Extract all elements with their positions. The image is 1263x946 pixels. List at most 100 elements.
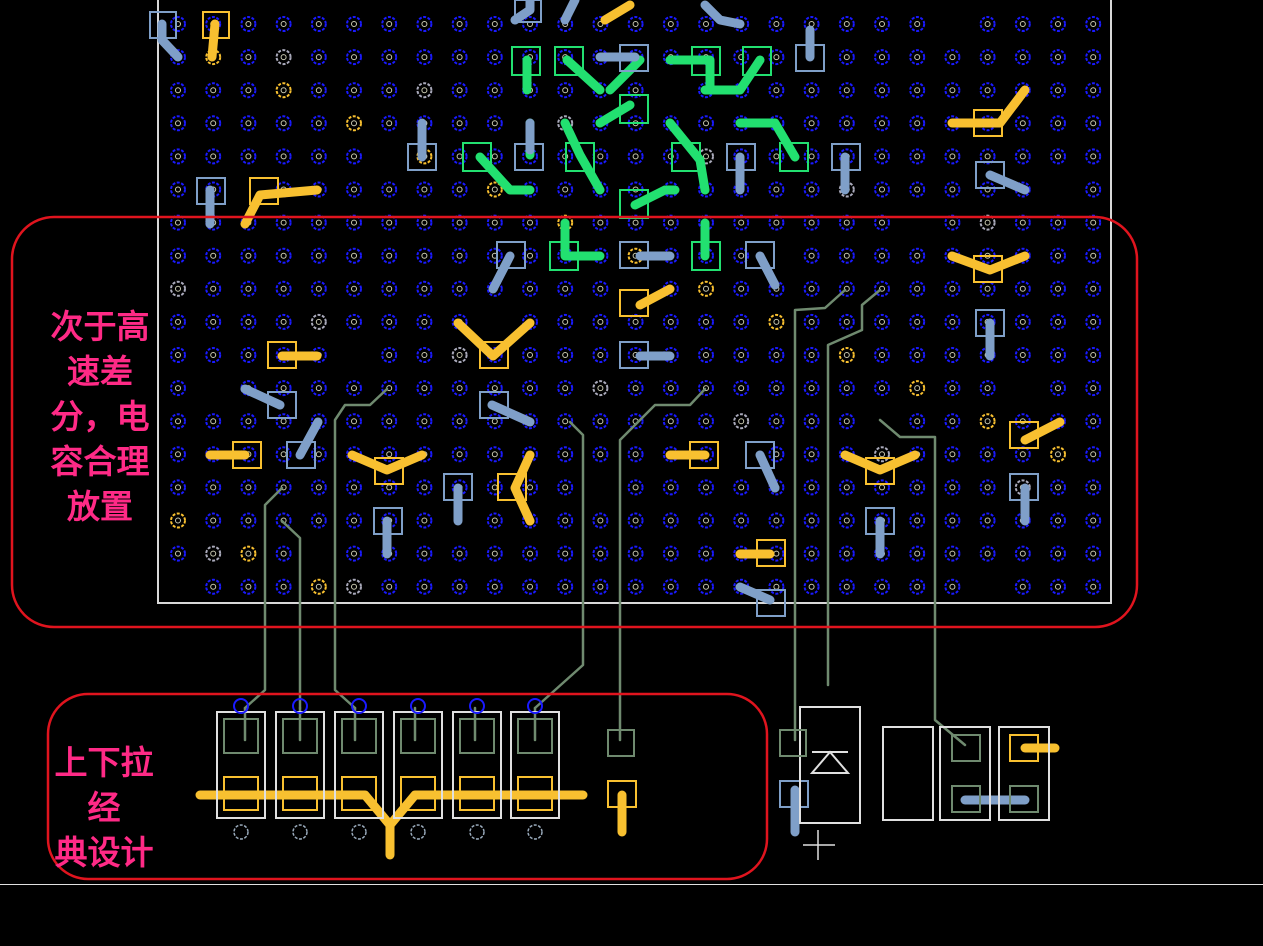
via-drill [456, 252, 463, 259]
via-drill [949, 550, 956, 557]
via [592, 347, 609, 363]
via [944, 148, 961, 165]
via-drill [315, 484, 322, 491]
via [346, 49, 362, 66]
via [909, 181, 926, 198]
via [486, 446, 503, 463]
via [410, 698, 426, 714]
via-drill [632, 87, 639, 94]
via [1085, 347, 1102, 363]
via [944, 247, 961, 264]
via [1014, 49, 1031, 66]
via [416, 16, 433, 32]
via [592, 380, 609, 397]
top-traces [195, 0, 1065, 860]
via [557, 413, 574, 430]
via [698, 313, 714, 330]
via-drill [949, 318, 956, 325]
via [416, 413, 433, 430]
via [275, 512, 292, 529]
via-drill [315, 285, 322, 292]
via [1085, 413, 1102, 430]
via-drill [491, 517, 498, 524]
via-drill [597, 385, 604, 392]
via-drill [351, 550, 357, 557]
via-drill [1019, 219, 1026, 226]
via-drill [562, 517, 569, 524]
via-drill [456, 21, 463, 27]
via-drill [597, 418, 604, 425]
via [1014, 214, 1031, 231]
via [170, 280, 186, 297]
via-drill [386, 87, 393, 94]
via [275, 280, 292, 297]
via [733, 479, 750, 496]
via [557, 82, 574, 99]
via-drill [491, 451, 498, 458]
via [803, 446, 820, 463]
via [662, 479, 679, 496]
via-drill [351, 87, 357, 94]
via-drill [386, 54, 393, 61]
via [662, 280, 679, 297]
via-drill [738, 385, 745, 392]
via [768, 49, 785, 66]
via [275, 413, 292, 430]
via-drill [632, 385, 639, 392]
via [909, 280, 926, 297]
via [346, 181, 362, 198]
via [1050, 280, 1066, 297]
via [627, 247, 644, 264]
via-drill [879, 120, 885, 127]
via [275, 313, 292, 330]
via [944, 214, 961, 231]
via-drill [351, 186, 357, 193]
via [627, 545, 644, 562]
via [240, 82, 257, 99]
via-drill [351, 385, 357, 392]
via-drill [491, 186, 498, 193]
via [1050, 115, 1066, 132]
via [698, 512, 714, 529]
via-drill [1055, 120, 1061, 127]
via-drill [245, 153, 252, 160]
via-drill [351, 252, 357, 259]
via-drill [386, 120, 393, 127]
via [170, 380, 186, 397]
via [486, 347, 503, 363]
via [451, 148, 468, 165]
via-drill [667, 219, 674, 226]
board-outline [157, 0, 1112, 604]
resistor-pad [282, 776, 318, 811]
via [592, 313, 609, 330]
via-drill [1019, 583, 1026, 590]
via [1050, 82, 1066, 99]
via [310, 512, 327, 529]
via [979, 214, 996, 231]
via [909, 16, 926, 32]
via [170, 181, 186, 198]
via [1014, 247, 1031, 264]
via [627, 446, 644, 463]
via [944, 280, 961, 297]
via-drill [773, 550, 780, 557]
via [416, 82, 433, 99]
via [451, 214, 468, 231]
via-drill [386, 186, 393, 193]
via [486, 479, 503, 496]
via-drill [421, 583, 428, 590]
via [944, 82, 961, 99]
via [979, 49, 996, 66]
via [627, 380, 644, 397]
via [592, 446, 609, 463]
via-drill [562, 418, 569, 425]
via [346, 115, 362, 132]
via-drill [879, 87, 885, 94]
via-drill [984, 418, 991, 425]
via [698, 578, 714, 595]
via-drill [914, 153, 921, 160]
via [346, 578, 362, 595]
via-drill [984, 517, 991, 524]
